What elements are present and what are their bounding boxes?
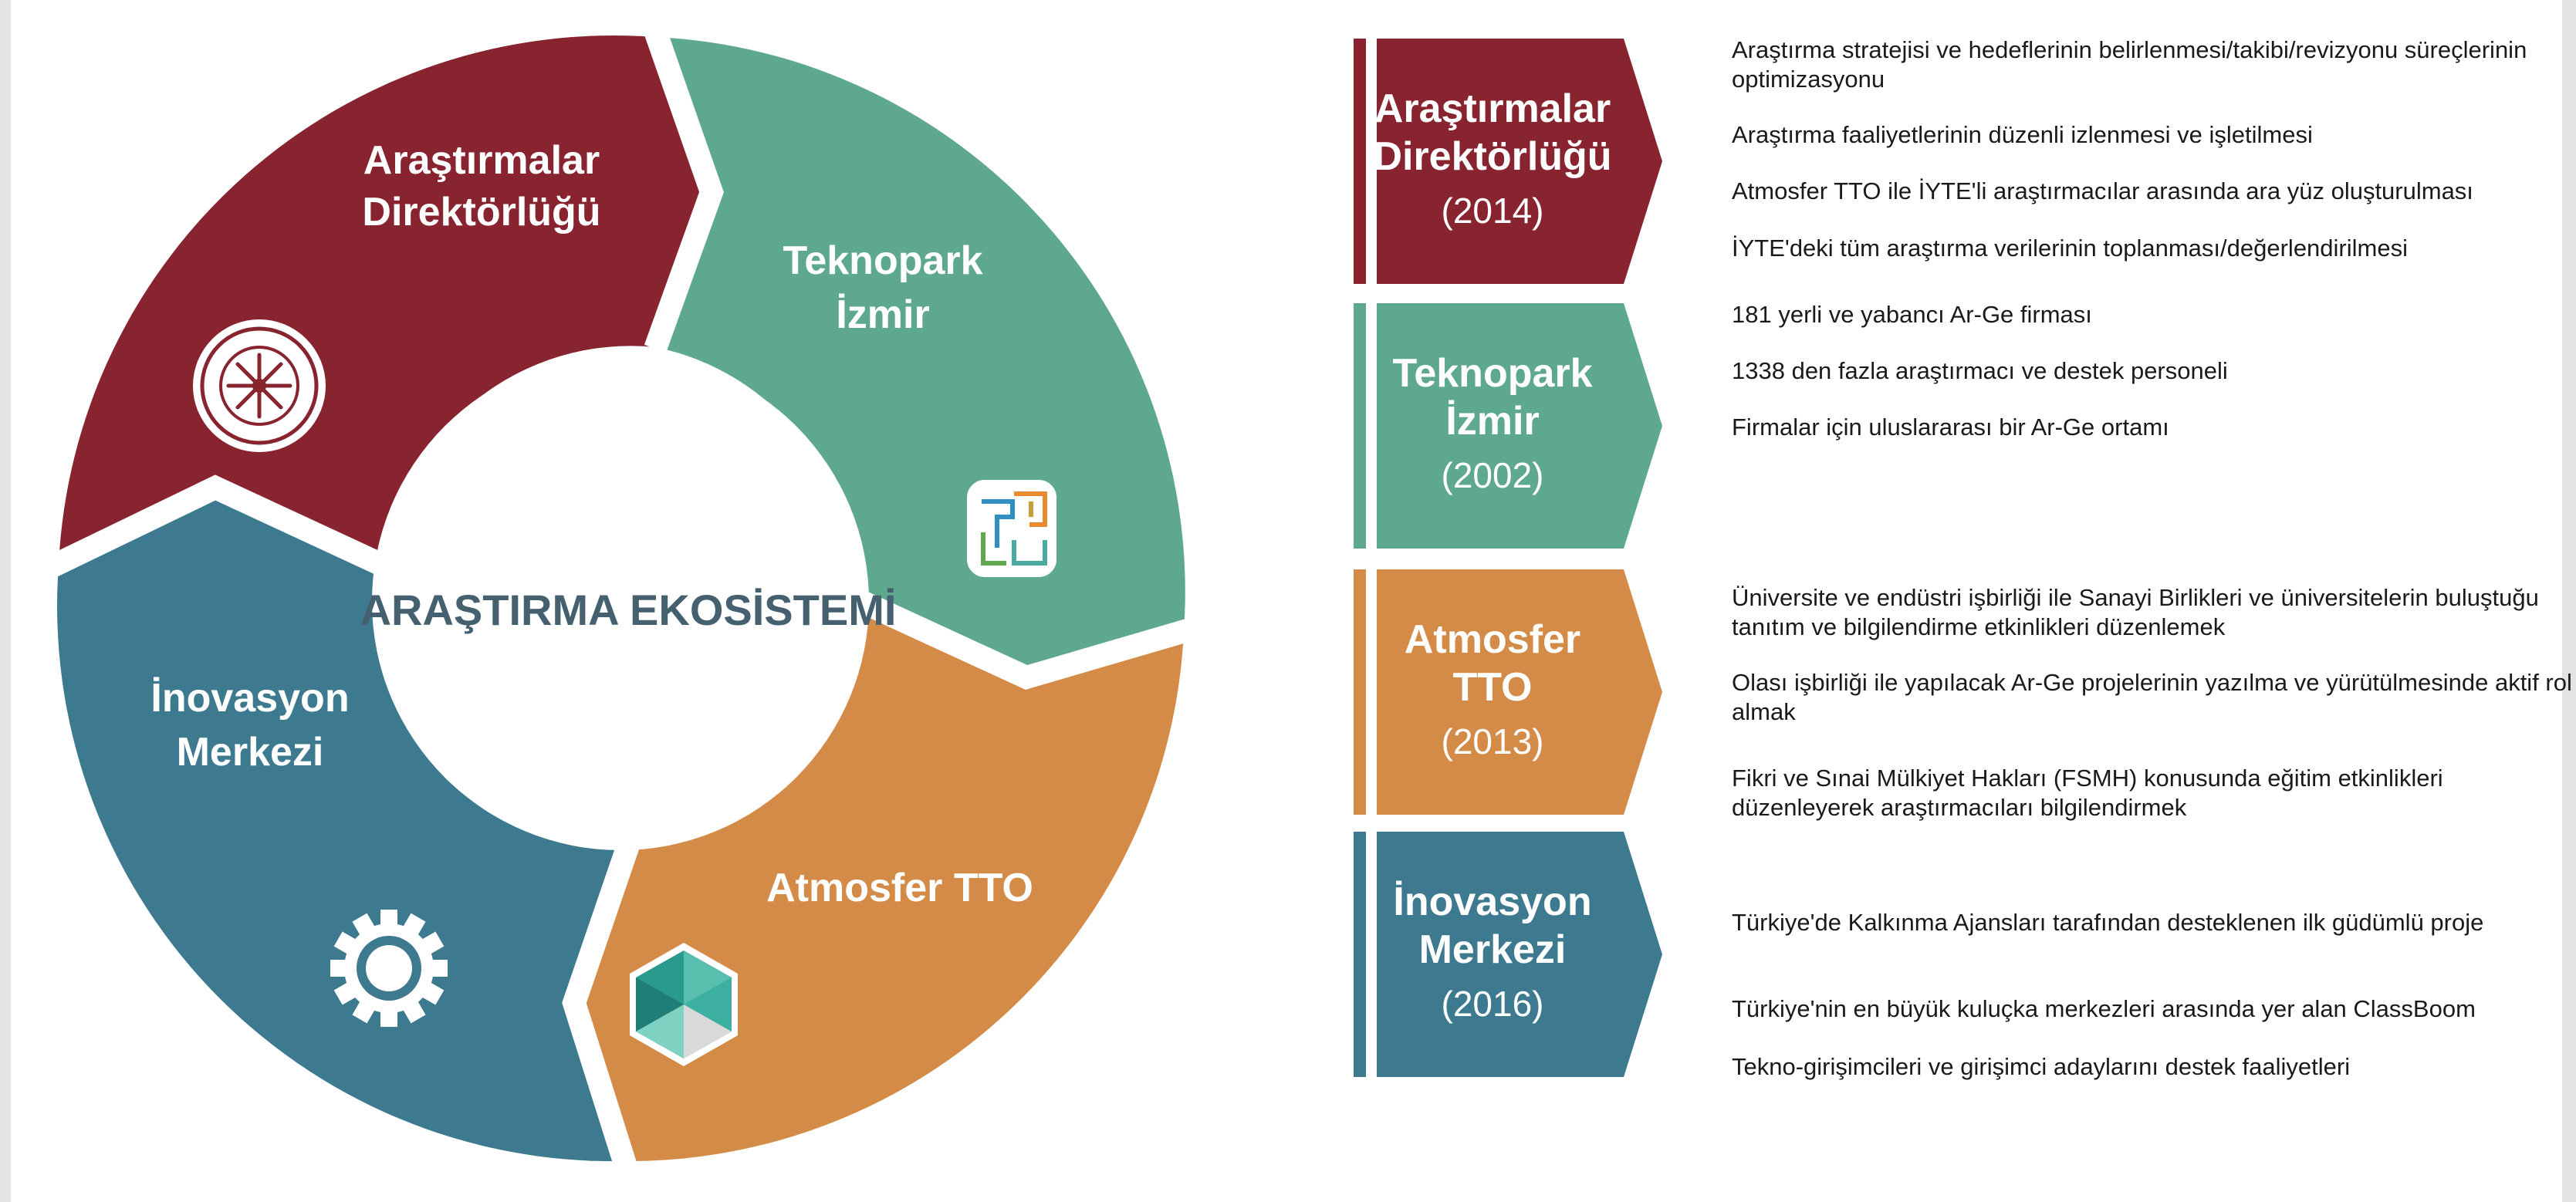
unit-item: Araştırma faaliyetlerinin düzenli izlenm… [1732, 121, 2313, 148]
unit-year: (2002) [1441, 455, 1544, 495]
unit-item: Firmalar için uluslararası bir Ar-Ge ort… [1732, 414, 2169, 441]
segment-label-inovasyon-2: Merkezi [177, 730, 324, 775]
unit-color-strip [1354, 303, 1366, 549]
unit-name-line2: Merkezi [1418, 927, 1567, 972]
unit-item: Fikri ve Sınai Mülkiyet Hakları (FSMH) k… [1732, 765, 2443, 821]
unit-color-strip [1354, 39, 1366, 284]
unit-year: (2013) [1441, 721, 1544, 761]
unit-name-line2: İzmir [1445, 399, 1540, 444]
unit-item: İYTE'deki tüm araştırma verilerinin topl… [1732, 235, 2408, 262]
unit-item: Türkiye'de Kalkınma Ajansları tarafından… [1732, 909, 2484, 936]
unit-name-line1: Teknopark [1392, 351, 1593, 396]
unit-name-line2: Direktörlüğü [1373, 134, 1612, 179]
university-seal-icon [193, 319, 326, 452]
unit-color-strip [1354, 832, 1366, 1077]
unit-item: Olası işbirliği ile yapılacak Ar-Ge proj… [1732, 669, 2572, 725]
center-title: ARAŞTIRMA EKOSİSTEMİ [360, 586, 897, 634]
segment-label-teknopark-2: İzmir [836, 292, 929, 337]
segment-label-arastirmalar-2: Direktörlüğü [362, 190, 600, 235]
infographic-canvas: ARAŞTIRMA EKOSİSTEMİ Araştırmalar Direkt… [11, 0, 2572, 1202]
segment-label-arastirmalar-1: Araştırmalar [363, 138, 600, 183]
unit-item: Üniversite ve endüstri işbirliği ile San… [1732, 584, 2539, 640]
unit-name-line2: TTO [1452, 665, 1533, 710]
ecosystem-wheel: ARAŞTIRMA EKOSİSTEMİ Araştırmalar Direkt… [47, 27, 1194, 1170]
segment-label-inovasyon-1: İnovasyon [150, 676, 349, 721]
unit-year: (2016) [1441, 984, 1544, 1024]
unit-item: Tekno-girişimcileri ve girişimci adaylar… [1732, 1053, 2351, 1080]
teknopark-logo-icon [967, 480, 1056, 577]
unit-name-line1: İnovasyon [1393, 880, 1592, 924]
segment-inovasyon [57, 488, 628, 1162]
unit-item: 181 yerli ve yabancı Ar-Ge firması [1732, 301, 2092, 328]
hexagon-logo-icon [630, 943, 738, 1066]
unit-color-strip [1354, 569, 1366, 815]
unit-item: Türkiye'nin en büyük kuluçka merkezleri … [1732, 995, 2476, 1022]
center-circle [372, 353, 869, 850]
segment-label-atmosfer: Atmosfer TTO [766, 866, 1033, 910]
unit-name-line1: Atmosfer [1404, 617, 1581, 662]
unit-item: Atmosfer TTO ile İYTE'li araştırmacılar … [1732, 177, 2473, 204]
gear-icon [330, 910, 448, 1027]
unit-year: (2014) [1441, 191, 1544, 231]
unit-item: Araştırma stratejisi ve hedeflerinin bel… [1732, 36, 2527, 93]
unit-name-line1: Araştırmalar [1374, 86, 1611, 131]
segment-label-teknopark-1: Teknopark [783, 238, 982, 283]
unit-item: 1338 den fazla araştırmacı ve destek per… [1732, 357, 2228, 384]
